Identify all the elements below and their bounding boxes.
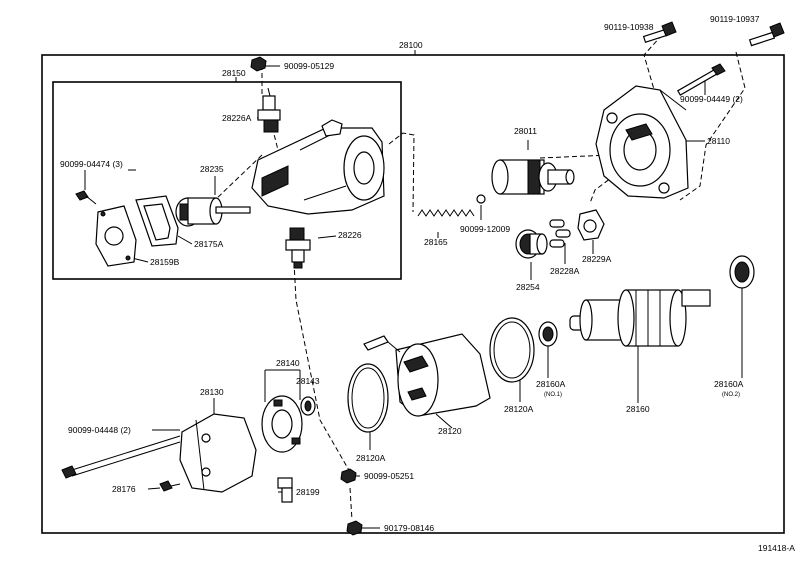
label-28011: 28011 <box>514 126 537 136</box>
bearing-28160A-no1 <box>538 321 558 347</box>
yoke-28120 <box>363 333 491 417</box>
o-ring-28120A-right <box>489 317 535 383</box>
label-28130: 28130 <box>200 387 224 397</box>
label-28150: 28150 <box>222 68 246 78</box>
retainer-28229A <box>577 209 605 241</box>
cover-28159B <box>95 205 137 267</box>
nut-90179-08146 <box>346 520 363 536</box>
label-28228A: 28228A <box>550 266 580 276</box>
label-28226: 28226 <box>338 230 362 240</box>
figure-id: 191418-A <box>758 543 795 553</box>
label-28226A: 28226A <box>222 113 252 123</box>
gasket-28175A <box>135 195 179 247</box>
label-28120A-right: 28120A <box>504 404 534 414</box>
bolt-90119-10937 <box>748 22 785 47</box>
brush-28143 <box>300 396 316 416</box>
part-labels: 28100 90119-10938 90119-10937 90099-0512… <box>60 14 795 553</box>
inner-assembly-frame-28150 <box>52 81 402 280</box>
label-28159B: 28159B <box>150 257 180 267</box>
label-90179-08146: 90179-08146 <box>384 523 434 533</box>
label-28175A: 28175A <box>194 239 224 249</box>
spring-28165 <box>417 209 475 217</box>
label-28235: 28235 <box>200 164 224 174</box>
label-90099-05129: 90099-05129 <box>284 61 334 71</box>
label-28160A-no1: 28160A <box>536 379 566 389</box>
label-28165: 28165 <box>424 237 448 247</box>
label-90119-10937: 90119-10937 <box>710 14 760 24</box>
terminal-28226A <box>257 87 281 133</box>
label-28176: 28176 <box>112 484 136 494</box>
label-28254: 28254 <box>516 282 540 292</box>
bolt-90099-04448 <box>61 435 181 479</box>
insulator-28199 <box>277 477 293 503</box>
screw-90099-04474 <box>75 190 97 205</box>
plunger-28235 <box>175 197 251 227</box>
terminal-28226 <box>285 227 311 269</box>
label-28199: 28199 <box>296 487 320 497</box>
label-90119-10938: 90119-10938 <box>604 22 654 32</box>
label-28100: 28100 <box>399 40 423 50</box>
brush-holder-28140 <box>261 395 303 453</box>
label-28110: 28110 <box>707 136 730 146</box>
end-frame-28130 <box>179 413 257 493</box>
solenoid-housing-28150 <box>251 119 385 215</box>
o-ring-28120A-left <box>347 363 389 433</box>
label-90099-12009: 90099-12009 <box>460 224 510 234</box>
label-90099-04448: 90099-04448 (2) <box>68 425 131 435</box>
label-28229A: 28229A <box>582 254 612 264</box>
bolt-90119-10938 <box>642 21 677 44</box>
clutch-28011 <box>491 159 575 195</box>
outer-assembly-frame <box>41 54 785 534</box>
label-no2: (NO.2) <box>722 392 740 398</box>
label-28160A-no2: 28160A <box>714 379 744 389</box>
label-90099-04474: 90099-04474 (3) <box>60 159 123 169</box>
label-28143: 28143 <box>296 376 320 386</box>
nut-90099-05129 <box>250 56 267 72</box>
label-28120A-left: 28120A <box>356 453 386 463</box>
armature-28160 <box>569 289 711 347</box>
housing-28110 <box>595 85 689 199</box>
nut-90099-05251 <box>340 468 357 484</box>
label-90099-04449: 90099-04449 (2) <box>680 94 743 104</box>
bearing-28160A-no2 <box>729 255 755 289</box>
label-no1: (NO.1) <box>544 392 562 398</box>
rollers-28228A <box>549 219 571 248</box>
label-28160: 28160 <box>626 404 650 414</box>
gear-28254 <box>515 229 548 259</box>
screw-28176 <box>159 480 181 492</box>
ball-90099-12009 <box>476 194 486 204</box>
label-28140: 28140 <box>276 358 300 368</box>
label-90099-05251: 90099-05251 <box>364 471 414 481</box>
label-28120: 28120 <box>438 426 462 436</box>
bolt-90099-04449 <box>676 63 726 96</box>
